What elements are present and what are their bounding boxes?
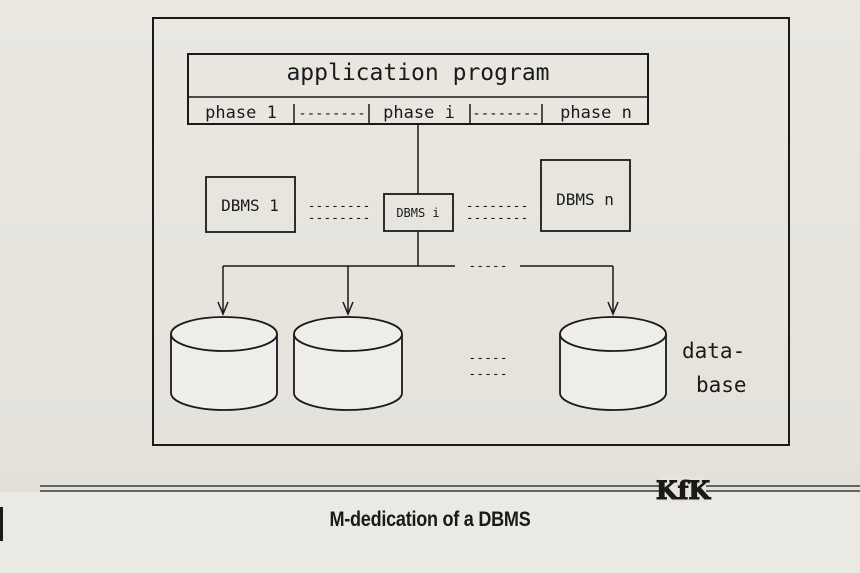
dbms-1-box <box>205 176 296 233</box>
database-cylinder-3 <box>559 316 667 411</box>
slide-caption: M-dedication of a DBMS <box>329 508 531 531</box>
database-separator-1: ----- <box>468 351 507 366</box>
dbms-i-label: DBMS i <box>396 206 439 220</box>
database-label-line-2: base <box>696 373 747 397</box>
arrow-db-3-head <box>607 301 619 316</box>
dbms-sep-left-1: -------- <box>308 199 371 214</box>
edge-mark <box>0 507 3 541</box>
database-cylinder-1 <box>170 316 278 411</box>
phase-cell-1: phase 1 <box>205 103 277 123</box>
dbms-n-label: DBMS n <box>556 190 614 209</box>
arrow-db-1-head <box>217 301 229 316</box>
dbms-n-box <box>540 159 631 232</box>
phase-cell-2: -------- <box>298 106 365 122</box>
caption-band <box>0 492 860 573</box>
dbms-1-label: DBMS 1 <box>221 196 279 215</box>
application-program-title: application program <box>286 60 549 86</box>
dbms-sep-right-2: -------- <box>466 211 529 226</box>
arrow-db-2-head <box>342 301 354 316</box>
kfk-logo-text: KfK <box>656 476 711 505</box>
phase-cell-5: phase n <box>560 103 632 123</box>
dbms-sep-right-1: -------- <box>466 199 529 214</box>
diagram-border <box>152 17 790 446</box>
phase-cell-4: -------- <box>472 106 539 122</box>
database-label-line-1: data- <box>682 339 745 363</box>
database-cylinder-2 <box>293 316 403 411</box>
phase-cell-3: phase i <box>383 103 455 123</box>
dbms-sep-left-2: -------- <box>308 211 371 226</box>
database-separator-2: ----- <box>468 367 507 382</box>
branch-separator: ----- <box>468 259 507 274</box>
kfk-logo: KfK <box>655 475 712 505</box>
